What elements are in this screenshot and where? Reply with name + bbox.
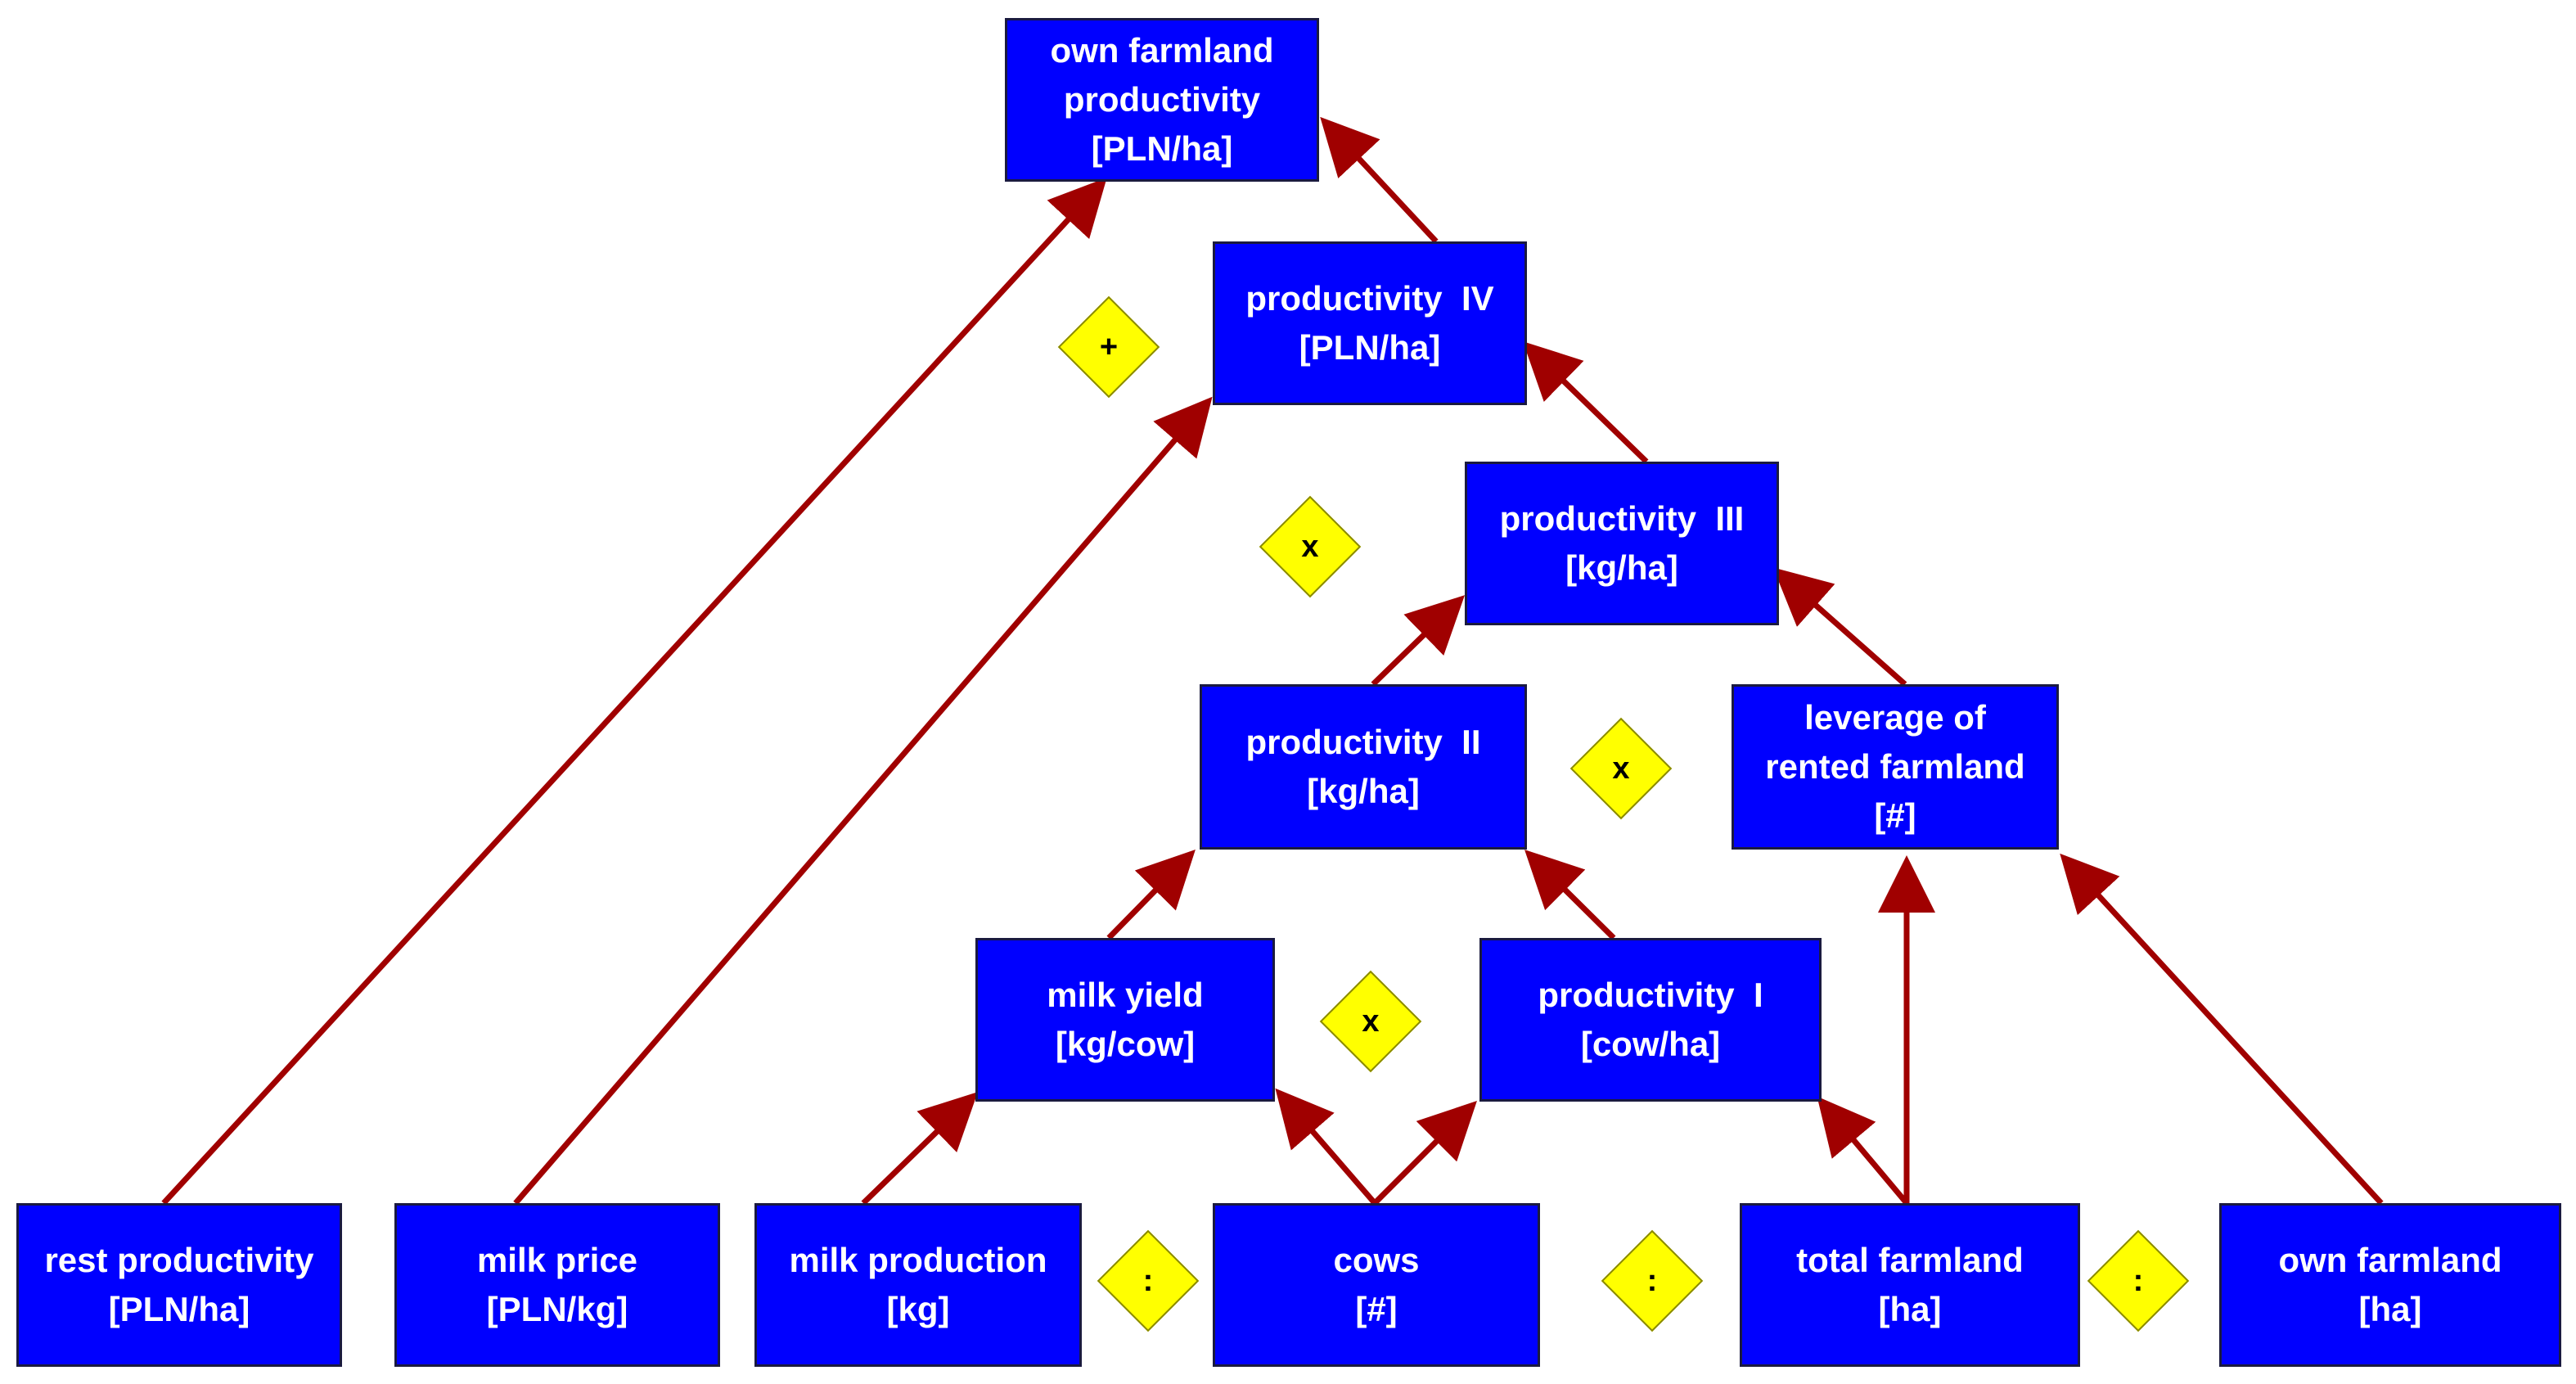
arrow-cows-to-productivity-i xyxy=(1372,1101,1477,1206)
node-line: [kg] xyxy=(886,1290,950,1328)
node-rest-productivity: rest productivity [PLN/ha] xyxy=(16,1203,342,1367)
arrow-productivity-ii-to-productivity-iii xyxy=(1371,595,1466,687)
node-line: total farmland xyxy=(1796,1241,2024,1279)
node-line: productivity xyxy=(1063,80,1261,119)
node-line: [PLN/ha] xyxy=(1299,328,1441,367)
node-productivity-ii: productivity II [kg/ha] xyxy=(1200,684,1527,850)
operator-symbol: x xyxy=(1612,751,1630,786)
node-line: [ha] xyxy=(2358,1290,2422,1328)
arrow-milk-price-to-productivity-iv xyxy=(513,396,1213,1206)
node-line: own farmland xyxy=(2278,1241,2502,1279)
node-line: milk production xyxy=(789,1241,1047,1279)
node-line: [kg/ha] xyxy=(1565,548,1678,587)
node-cows: cows [#] xyxy=(1213,1203,1540,1367)
node-line: productivity II xyxy=(1245,723,1481,761)
node-line: cows xyxy=(1333,1241,1420,1279)
arrow-rest-productivity-to-own-farmland-productivity xyxy=(161,177,1107,1206)
operator-multiply-iv: x xyxy=(1259,495,1362,598)
arrow-own-farmland-to-leverage xyxy=(2060,853,2384,1206)
node-productivity-iv: productivity IV [PLN/ha] xyxy=(1213,241,1527,405)
node-line: [#] xyxy=(1874,796,1916,835)
node-total-farmland: total farmland [ha] xyxy=(1740,1203,2080,1367)
node-line: [ha] xyxy=(1878,1290,1942,1328)
arrow-cows-to-milk-yield xyxy=(1275,1088,1377,1206)
node-productivity-iii: productivity III [kg/ha] xyxy=(1465,462,1779,625)
node-line: productivity IV xyxy=(1245,279,1494,318)
node-line: milk price xyxy=(476,1241,638,1279)
node-line: [cow/ha] xyxy=(1580,1025,1721,1063)
operator-divide-yield: : xyxy=(1097,1229,1200,1332)
arrow-productivity-iii-to-productivity-iv xyxy=(1522,341,1649,464)
arrow-total-farmland-to-productivity-i xyxy=(1817,1096,1909,1206)
node-milk-yield: milk yield [kg/cow] xyxy=(975,938,1275,1102)
operator-symbol: : xyxy=(2132,1263,2144,1298)
node-line: productivity I xyxy=(1538,976,1763,1014)
operator-divide-leverage: : xyxy=(2087,1229,2190,1332)
node-productivity-i: productivity I [cow/ha] xyxy=(1479,938,1822,1102)
operator-symbol: + xyxy=(1099,329,1119,364)
operator-symbol: : xyxy=(1646,1263,1658,1298)
node-line: rest productivity xyxy=(44,1241,314,1279)
node-line: [#] xyxy=(1355,1290,1398,1328)
node-line: [PLN/kg] xyxy=(486,1290,628,1328)
node-line: own farmland xyxy=(1050,31,1274,70)
node-line: [kg/ha] xyxy=(1307,772,1420,810)
operator-multiply-ii: x xyxy=(1319,970,1422,1073)
node-line: [PLN/ha] xyxy=(108,1290,250,1328)
node-line: milk yield xyxy=(1047,976,1204,1014)
node-milk-production: milk production [kg] xyxy=(754,1203,1082,1367)
operator-plus: + xyxy=(1057,295,1160,399)
node-own-farmland-productivity: own farmland productivity [PLN/ha] xyxy=(1005,18,1319,182)
node-line: [kg/cow] xyxy=(1055,1025,1196,1063)
operator-symbol: x xyxy=(1301,529,1319,564)
arrow-leverage-to-productivity-iii xyxy=(1772,567,1907,687)
arrow-milk-production-to-milk-yield xyxy=(861,1092,979,1206)
node-line: productivity III xyxy=(1499,499,1745,538)
node-milk-price: milk price [PLN/kg] xyxy=(394,1203,720,1367)
node-line: rented farmland xyxy=(1765,747,2025,786)
arrow-productivity-i-to-productivity-ii xyxy=(1524,850,1616,940)
arrow-milk-yield-to-productivity-ii xyxy=(1106,850,1196,940)
node-leverage-of-rented-farmland: leverage of rented farmland [#] xyxy=(1732,684,2059,850)
node-line: leverage of xyxy=(1804,698,1986,737)
node-line: [PLN/ha] xyxy=(1091,129,1233,168)
node-own-farmland: own farmland [ha] xyxy=(2219,1203,2561,1367)
operator-divide-productivity-i: : xyxy=(1601,1229,1704,1332)
operator-symbol: : xyxy=(1142,1263,1154,1298)
operator-multiply-iii: x xyxy=(1569,717,1673,820)
operator-symbol: x xyxy=(1362,1003,1380,1039)
arrow-productivity-iv-to-own-farmland-productivity xyxy=(1320,116,1439,244)
